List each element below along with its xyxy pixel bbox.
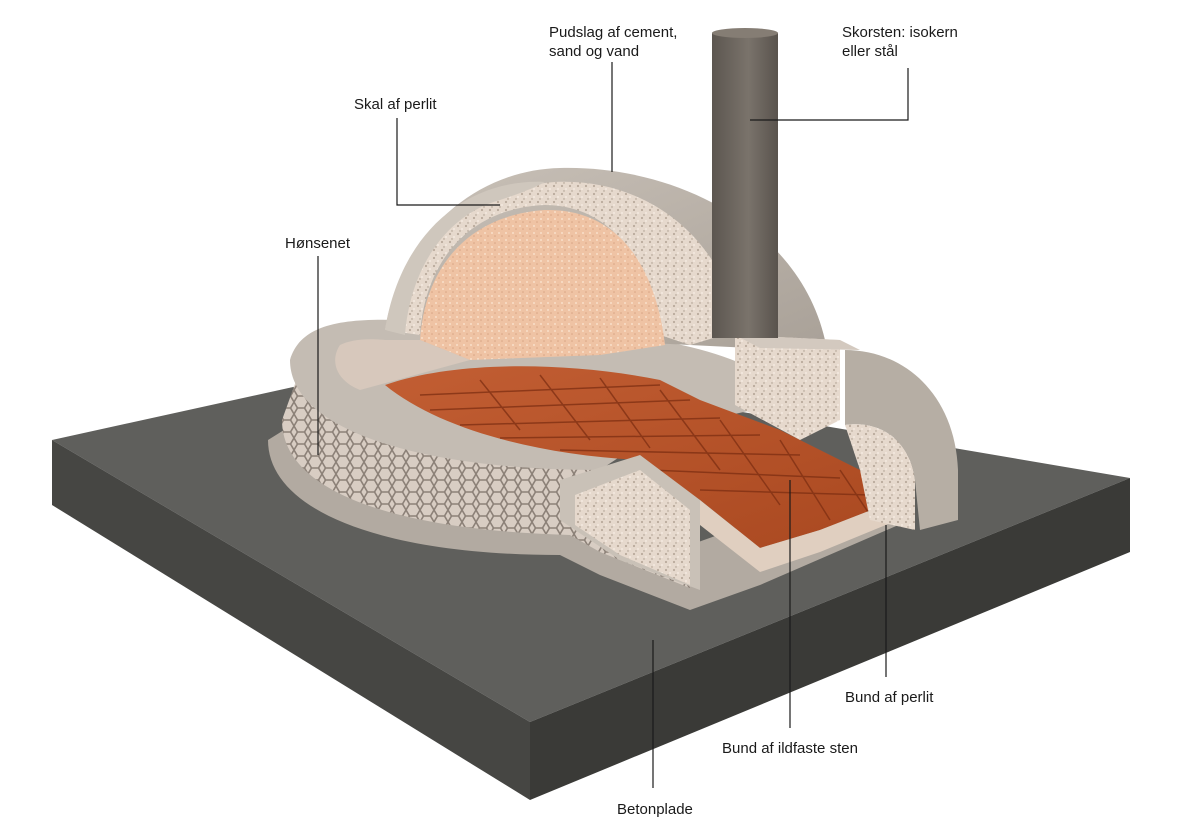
label-bund-sten: Bund af ildfaste sten xyxy=(722,740,858,757)
label-pudslag: Pudslag af cement, sand og vand xyxy=(549,23,677,61)
chimney xyxy=(712,28,778,338)
flue-arch xyxy=(735,335,958,530)
label-skal: Skal af perlit xyxy=(354,96,437,113)
entrance-cut xyxy=(560,455,700,590)
leader-skorsten xyxy=(750,68,909,121)
label-bund-perlit: Bund af perlit xyxy=(845,689,934,706)
label-skorsten-line-2: eller stål xyxy=(842,43,898,60)
leader-lines xyxy=(317,62,909,788)
firebrick-floor xyxy=(385,366,910,572)
label-honsenet: Hønsenet xyxy=(285,235,351,252)
label-pudslag-line-1: Pudslag af cement, xyxy=(549,24,678,41)
leader-skal xyxy=(396,118,500,206)
label-skorsten: Skorsten: isokern eller stål xyxy=(842,23,958,61)
label-pudslag-line-2: sand og vand xyxy=(549,43,640,60)
label-skorsten-line-1: Skorsten: isokern xyxy=(842,24,958,41)
label-betonplade: Betonplade xyxy=(617,801,693,818)
